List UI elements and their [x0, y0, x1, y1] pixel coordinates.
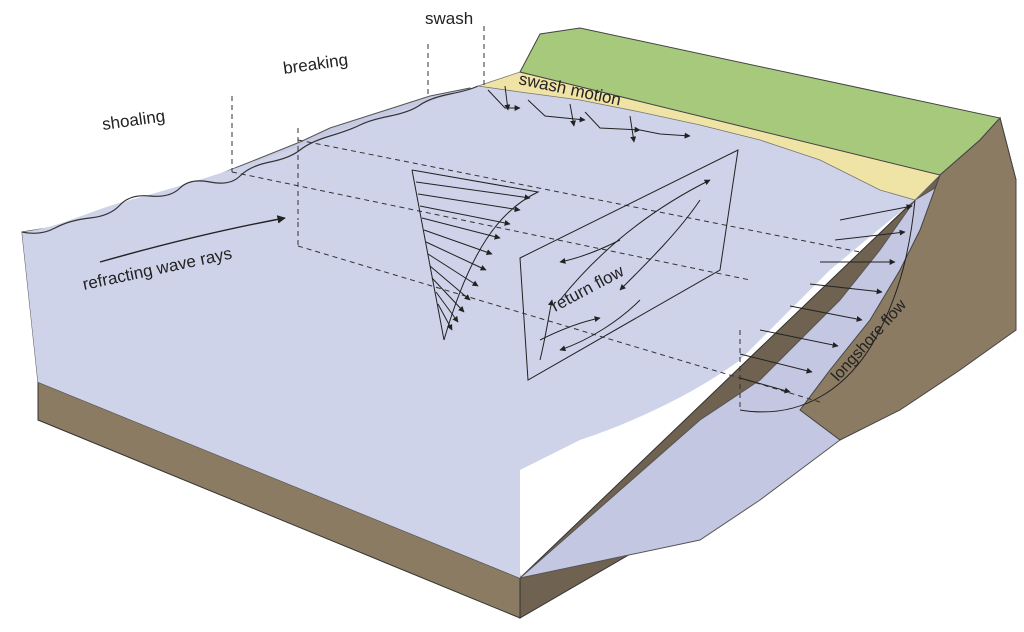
label-shoaling: shoaling [101, 106, 166, 134]
wave-crest-line [21, 85, 479, 234]
dashed-guides [231, 26, 861, 410]
label-breaking: breaking [282, 50, 349, 78]
velocity-profile-fan [411, 169, 540, 341]
label-swash: swash [425, 9, 473, 28]
swash-motion-arrows [487, 85, 691, 143]
longshore-flow-profile [739, 199, 916, 413]
water-surface [22, 82, 940, 578]
return-flow-plane [519, 149, 739, 381]
beach-ground [799, 116, 1017, 441]
refracting-wave-ray-arrow [99, 215, 286, 263]
